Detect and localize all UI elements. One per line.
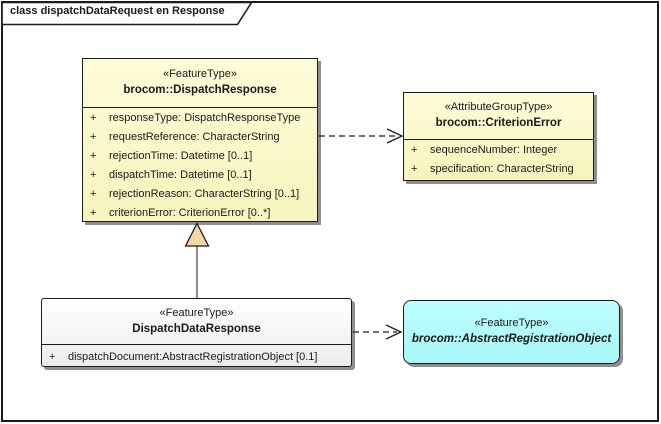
class-box-dispatch-response[interactable]: «FeatureType» brocom::DispatchResponse +… (82, 58, 318, 222)
attribute-compartment: + dispatchDocument:AbstractRegistrationO… (42, 345, 351, 368)
attribute-visibility: + (90, 207, 97, 219)
attribute-row: + rejectionReason: CharacterString [0..1… (83, 185, 317, 204)
attribute-row: + dispatchTime: Datetime [0..1] (83, 166, 317, 185)
attribute-row: + criterionError: CriterionError [0..*] (83, 204, 317, 223)
class-header: «AttributeGroupType» brocom::CriterionEr… (404, 93, 593, 140)
attribute-signature: rejectionTime: Datetime [0..1] (109, 150, 253, 162)
attribute-signature: dispatchDocument:AbstractRegistrationObj… (68, 350, 318, 363)
diagram-title: class dispatchDataRequest en Response (10, 5, 225, 17)
class-name: DispatchDataResponse (132, 322, 261, 335)
attribute-visibility: + (49, 350, 56, 363)
stereotype-label: «FeatureType» (163, 68, 237, 81)
attribute-visibility: + (411, 163, 418, 175)
class-box-abstract-registration-object[interactable]: «FeatureType» brocom::AbstractRegistrati… (403, 300, 620, 364)
class-box-criterion-error[interactable]: «AttributeGroupType» brocom::CriterionEr… (403, 92, 594, 181)
class-header: «FeatureType» brocom::DispatchResponse (83, 59, 317, 108)
class-name: brocom::CriterionError (435, 117, 562, 130)
attribute-row: + specification: CharacterString (404, 160, 593, 179)
stereotype-label: «FeatureType» (159, 306, 234, 319)
class-header: «FeatureType» DispatchDataResponse (42, 299, 351, 345)
attribute-visibility: + (411, 144, 418, 156)
class-header: «FeatureType» brocom::AbstractRegistrati… (404, 301, 619, 362)
attribute-visibility: + (90, 112, 97, 124)
attribute-signature: sequenceNumber: Integer (430, 144, 558, 156)
attribute-signature: dispatchTime: Datetime [0..1] (109, 169, 252, 181)
attribute-row: + sequenceNumber: Integer (404, 141, 593, 160)
class-box-dispatch-data-response[interactable]: «FeatureType» DispatchDataResponse + dis… (41, 298, 352, 367)
attribute-row: + requestReference: CharacterString (83, 128, 317, 147)
stereotype-label: «FeatureType» (474, 317, 549, 329)
attribute-signature: responseType: DispatchResponseType (109, 112, 301, 124)
attribute-visibility: + (90, 150, 97, 162)
attribute-row: + rejectionTime: Datetime [0..1] (83, 147, 317, 166)
attribute-row: + dispatchDocument:AbstractRegistrationO… (42, 346, 351, 368)
attribute-signature: specification: CharacterString (430, 163, 574, 175)
attribute-visibility: + (90, 131, 97, 143)
class-name: brocom::DispatchResponse (123, 84, 277, 97)
attribute-compartment: + responseType: DispatchResponseType + r… (83, 108, 317, 223)
attribute-signature: criterionError: CriterionError [0..*] (109, 207, 271, 219)
attribute-signature: rejectionReason: CharacterString [0..1] (109, 188, 300, 200)
attribute-row: + responseType: DispatchResponseType (83, 109, 317, 128)
attribute-visibility: + (90, 169, 97, 181)
attribute-compartment: + sequenceNumber: Integer + specificatio… (404, 140, 593, 179)
attribute-visibility: + (90, 188, 97, 200)
attribute-signature: requestReference: CharacterString (109, 131, 280, 143)
class-name: brocom::AbstractRegistrationObject (411, 333, 612, 345)
stereotype-label: «AttributeGroupType» (444, 101, 553, 114)
